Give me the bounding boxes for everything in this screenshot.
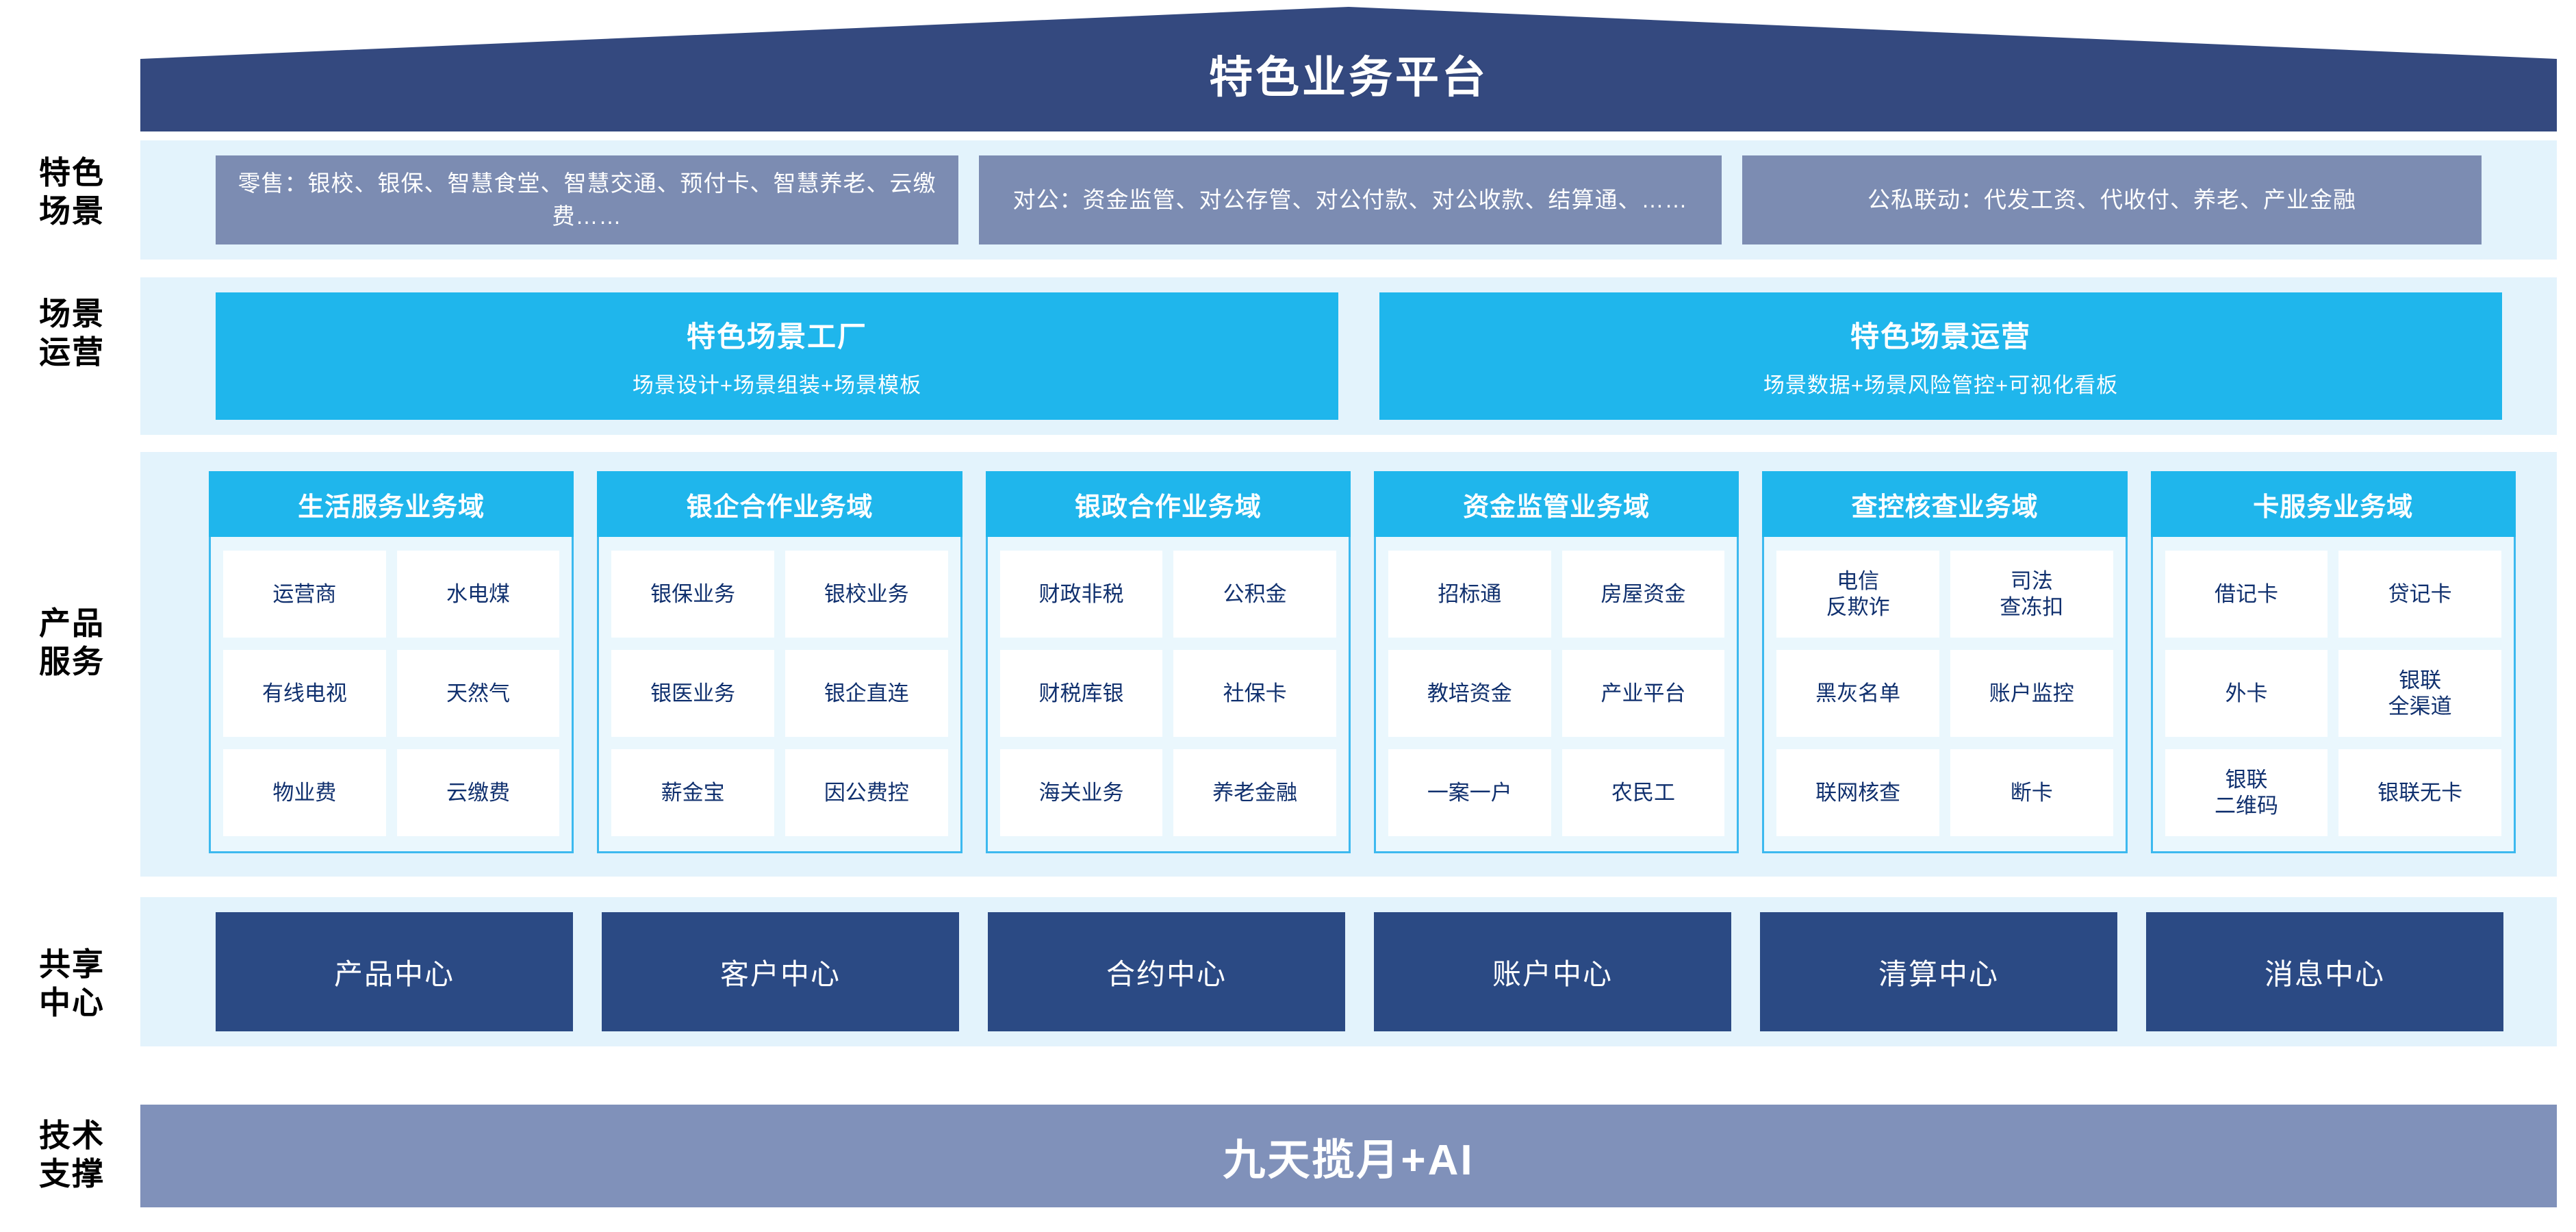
product-item[interactable]: 银联无卡 xyxy=(2338,749,2501,836)
product-domain-column: 生活服务业务域运营商水电煤有线电视天然气物业费云缴费 xyxy=(209,471,574,853)
product-domain-title[interactable]: 银企合作业务域 xyxy=(597,471,962,537)
product-domain-column: 资金监管业务域招标通房屋资金教培资金产业平台一案一户农民工 xyxy=(1373,471,1739,853)
product-item[interactable]: 外卡 xyxy=(2165,650,2328,737)
product-domain-title[interactable]: 卡服务业务域 xyxy=(2150,471,2516,537)
operations-box-scene-factory[interactable]: 特色场景工厂 场景设计+场景组装+场景模板 xyxy=(216,292,1338,420)
rail-label-tech-support: 技术 支撑 xyxy=(39,1118,105,1192)
product-item[interactable]: 养老金融 xyxy=(1173,749,1336,836)
scenarios-band: 零售：银校、银保、智慧食堂、智慧交通、预付卡、智慧养老、云缴费…… 对公：资金监… xyxy=(140,140,2557,260)
operations-subtitle: 场景数据+场景风险管控+可视化看板 xyxy=(1763,373,2119,397)
product-item[interactable]: 账户监控 xyxy=(1950,650,2113,737)
page-title: 特色业务平台 xyxy=(1209,53,1488,102)
rail-label-products: 产品 服务 xyxy=(39,605,105,680)
operations-title: 特色场景工厂 xyxy=(686,320,867,353)
product-item[interactable]: 薪金宝 xyxy=(611,749,774,836)
operations-band: 特色场景工厂 场景设计+场景组装+场景模板 特色场景运营 场景数据+场景风险管控… xyxy=(140,277,2557,435)
product-item[interactable]: 有线电视 xyxy=(223,650,386,737)
rail-label-shared-centers: 共享 中心 xyxy=(39,946,105,1021)
roof-shape xyxy=(140,7,2557,131)
product-item[interactable]: 公积金 xyxy=(1173,551,1336,638)
product-domain-title[interactable]: 生活服务业务域 xyxy=(209,471,574,537)
shared-center-box[interactable]: 产品中心 xyxy=(216,912,573,1031)
rail-label-operations: 场景 运营 xyxy=(39,296,105,370)
product-item[interactable]: 联网核查 xyxy=(1776,749,1939,836)
product-item[interactable]: 运营商 xyxy=(223,551,386,638)
product-item[interactable]: 产业平台 xyxy=(1561,650,1725,737)
product-item[interactable]: 银企直连 xyxy=(785,650,948,737)
product-item[interactable]: 云缴费 xyxy=(396,749,560,836)
operations-title: 特色场景运营 xyxy=(1850,320,2031,353)
product-item[interactable]: 银保业务 xyxy=(611,551,774,638)
operations-box-scene-operation[interactable]: 特色场景运营 场景数据+场景风险管控+可视化看板 xyxy=(1379,292,2502,420)
product-item[interactable]: 贷记卡 xyxy=(2338,551,2501,638)
product-item[interactable]: 水电煤 xyxy=(396,551,560,638)
product-domain-column: 银企合作业务域银保业务银校业务银医业务银企直连薪金宝因公费控 xyxy=(597,471,962,853)
product-item[interactable]: 电信 反欺诈 xyxy=(1776,551,1939,638)
product-domain-grid: 招标通房屋资金教培资金产业平台一案一户农民工 xyxy=(1373,537,1739,853)
header-banner: 特色业务平台 xyxy=(140,7,2557,131)
shared-center-box[interactable]: 清算中心 xyxy=(1760,912,2117,1031)
product-domain-title[interactable]: 资金监管业务域 xyxy=(1373,471,1739,537)
product-item[interactable]: 银校业务 xyxy=(785,551,948,638)
product-item[interactable]: 借记卡 xyxy=(2165,551,2328,638)
product-item[interactable]: 银联 二维码 xyxy=(2165,749,2328,836)
product-item[interactable]: 教培资金 xyxy=(1388,650,1551,737)
product-domain-grid: 电信 反欺诈司法 查冻扣黑灰名单账户监控联网核查断卡 xyxy=(1762,537,2128,853)
products-band: 生活服务业务域运营商水电煤有线电视天然气物业费云缴费银企合作业务域银保业务银校业… xyxy=(140,452,2557,877)
product-item[interactable]: 招标通 xyxy=(1388,551,1551,638)
product-domain-grid: 运营商水电煤有线电视天然气物业费云缴费 xyxy=(209,537,574,853)
product-item[interactable]: 海关业务 xyxy=(999,749,1163,836)
product-domain-title[interactable]: 查控核查业务域 xyxy=(1762,471,2128,537)
shared-center-box[interactable]: 消息中心 xyxy=(2146,912,2503,1031)
product-item[interactable]: 断卡 xyxy=(1950,749,2113,836)
shared-center-box[interactable]: 客户中心 xyxy=(602,912,959,1031)
product-domain-column: 银政合作业务域财政非税公积金财税库银社保卡海关业务养老金融 xyxy=(985,471,1351,853)
product-item[interactable]: 财税库银 xyxy=(999,650,1163,737)
scenario-box-corporate[interactable]: 对公：资金监管、对公存管、对公付款、对公收款、结算通、…… xyxy=(979,155,1722,244)
product-domain-grid: 财政非税公积金财税库银社保卡海关业务养老金融 xyxy=(985,537,1351,853)
product-item[interactable]: 因公费控 xyxy=(785,749,948,836)
product-item[interactable]: 司法 查冻扣 xyxy=(1950,551,2113,638)
tech-support-bar: 九天揽月+AI xyxy=(140,1105,2557,1207)
rail-label-scenarios: 特色 场景 xyxy=(39,155,105,229)
operations-subtitle: 场景设计+场景组装+场景模板 xyxy=(632,373,922,397)
tech-support-label: 九天揽月+AI xyxy=(1223,1137,1475,1184)
scenario-box-retail[interactable]: 零售：银校、银保、智慧食堂、智慧交通、预付卡、智慧养老、云缴费…… xyxy=(216,155,958,244)
scenario-box-public-private[interactable]: 公私联动：代发工资、代收付、养老、产业金融 xyxy=(1742,155,2482,244)
product-domain-column: 卡服务业务域借记卡贷记卡外卡银联 全渠道银联 二维码银联无卡 xyxy=(2150,471,2516,853)
product-domain-title[interactable]: 银政合作业务域 xyxy=(985,471,1351,537)
product-item[interactable]: 一案一户 xyxy=(1388,749,1551,836)
product-item[interactable]: 银医业务 xyxy=(611,650,774,737)
product-item[interactable]: 银联 全渠道 xyxy=(2338,650,2501,737)
product-domain-column: 查控核查业务域电信 反欺诈司法 查冻扣黑灰名单账户监控联网核查断卡 xyxy=(1762,471,2128,853)
shared-center-box[interactable]: 合约中心 xyxy=(988,912,1345,1031)
product-item[interactable]: 社保卡 xyxy=(1173,650,1336,737)
shared-centers-band: 产品中心客户中心合约中心账户中心清算中心消息中心 xyxy=(140,897,2557,1046)
product-item[interactable]: 天然气 xyxy=(396,650,560,737)
shared-center-box[interactable]: 账户中心 xyxy=(1374,912,1731,1031)
product-domain-grid: 借记卡贷记卡外卡银联 全渠道银联 二维码银联无卡 xyxy=(2150,537,2516,853)
product-domain-grid: 银保业务银校业务银医业务银企直连薪金宝因公费控 xyxy=(597,537,962,853)
product-item[interactable]: 房屋资金 xyxy=(1561,551,1725,638)
product-item[interactable]: 农民工 xyxy=(1561,749,1725,836)
product-item[interactable]: 黑灰名单 xyxy=(1776,650,1939,737)
product-item[interactable]: 物业费 xyxy=(223,749,386,836)
product-item[interactable]: 财政非税 xyxy=(999,551,1163,638)
